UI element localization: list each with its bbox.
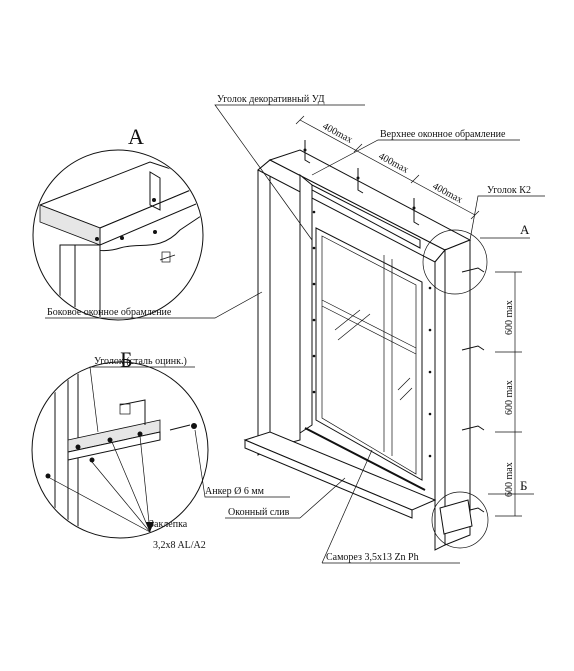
side-dimensions: 600 max 600 max 600 max xyxy=(495,271,522,517)
glass-reflection xyxy=(397,377,411,391)
reveal-top xyxy=(311,184,421,249)
label-rivet-spec: 3,2x8 AL/A2 xyxy=(153,540,206,551)
dim-side-1: 600 max xyxy=(504,300,515,335)
frame-screws xyxy=(312,210,432,458)
detail-b-title: Б xyxy=(120,347,133,372)
label-side-frame: Боковое оконное обрамление xyxy=(47,307,172,318)
glazing-frame xyxy=(315,227,423,481)
left-frame-side xyxy=(257,158,271,456)
label-corner-k2: Уголок К2 xyxy=(487,185,531,196)
transom xyxy=(321,299,417,349)
glass-reflection xyxy=(337,313,371,341)
right-frame-front xyxy=(444,239,471,546)
left-frame-front xyxy=(269,159,301,449)
corner-bracket-b xyxy=(439,499,473,535)
label-anchor: Анкер Ø 6 мм xyxy=(205,486,265,497)
annotations: Уголок декоративный УД Верхнее оконное о… xyxy=(45,94,545,564)
detail-a xyxy=(32,149,204,321)
transom-2 xyxy=(321,305,417,355)
marker-b-label: Б xyxy=(520,478,527,493)
top-brackets xyxy=(303,140,420,226)
sill-screw-line xyxy=(304,427,426,491)
dim-side-3: 600 max xyxy=(504,462,515,497)
detail-a-title: А xyxy=(128,124,144,149)
marker-a-label: А xyxy=(520,222,530,237)
window-assembly xyxy=(243,140,485,551)
label-corner-steel: Уголок (сталь оцинк.) xyxy=(94,356,187,367)
label-top-frame: Верхнее оконное обрамление xyxy=(380,129,506,140)
detail-b-marker-circle xyxy=(431,491,489,549)
detail-a-marker-circle xyxy=(422,229,488,295)
label-window-sill: Оконный слив xyxy=(228,507,290,518)
dim-side-2: 600 max xyxy=(504,380,515,415)
glass-reflection xyxy=(399,387,413,401)
label-screw: Саморез 3,5x13 Zn Ph xyxy=(326,552,419,563)
label-corner-decorative: Уголок декоративный УД xyxy=(217,94,325,105)
label-rivet: Заклепка xyxy=(149,519,188,530)
reveal-left xyxy=(299,173,313,434)
dim-top-2: 400max xyxy=(377,151,411,176)
glazing-inner xyxy=(321,235,417,475)
window-sill-front xyxy=(244,439,413,519)
glass-reflection xyxy=(334,309,361,331)
dim-top-1: 400max xyxy=(321,121,355,146)
detail-b xyxy=(31,361,209,539)
